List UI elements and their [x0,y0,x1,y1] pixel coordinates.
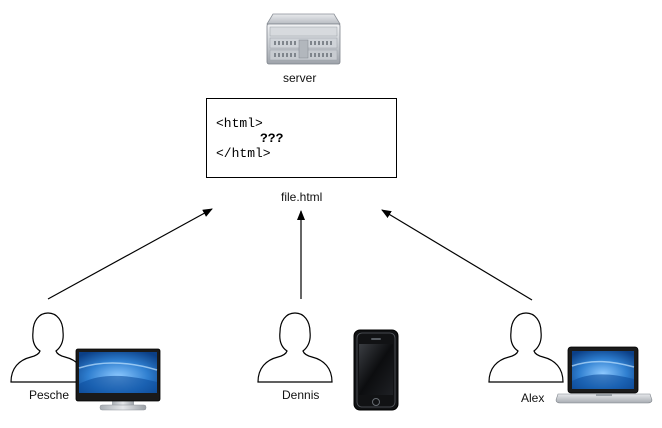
code-placeholder: ??? [260,131,284,146]
arrow-pesche-to-file [47,208,213,300]
server-label: server [283,71,317,85]
desktop-monitor-icon [75,348,161,411]
arrow-alex-to-file [381,209,533,301]
laptop-icon [555,346,653,404]
smartphone-icon [353,329,399,411]
code-open-tag: <html> [216,116,263,131]
user-label-alex: Alex [521,391,545,405]
code-close-tag: </html> [216,146,271,161]
person-alex-icon [488,312,564,383]
file-label: file.html [281,190,323,204]
user-label-dennis: Dennis [282,388,320,402]
server-rack-icon [266,13,341,65]
user-label-pesche: Pesche [29,388,70,402]
html-file-box: <html> ??? </html> [206,98,397,178]
person-pesche-icon [10,312,86,383]
person-dennis-icon [257,312,333,383]
